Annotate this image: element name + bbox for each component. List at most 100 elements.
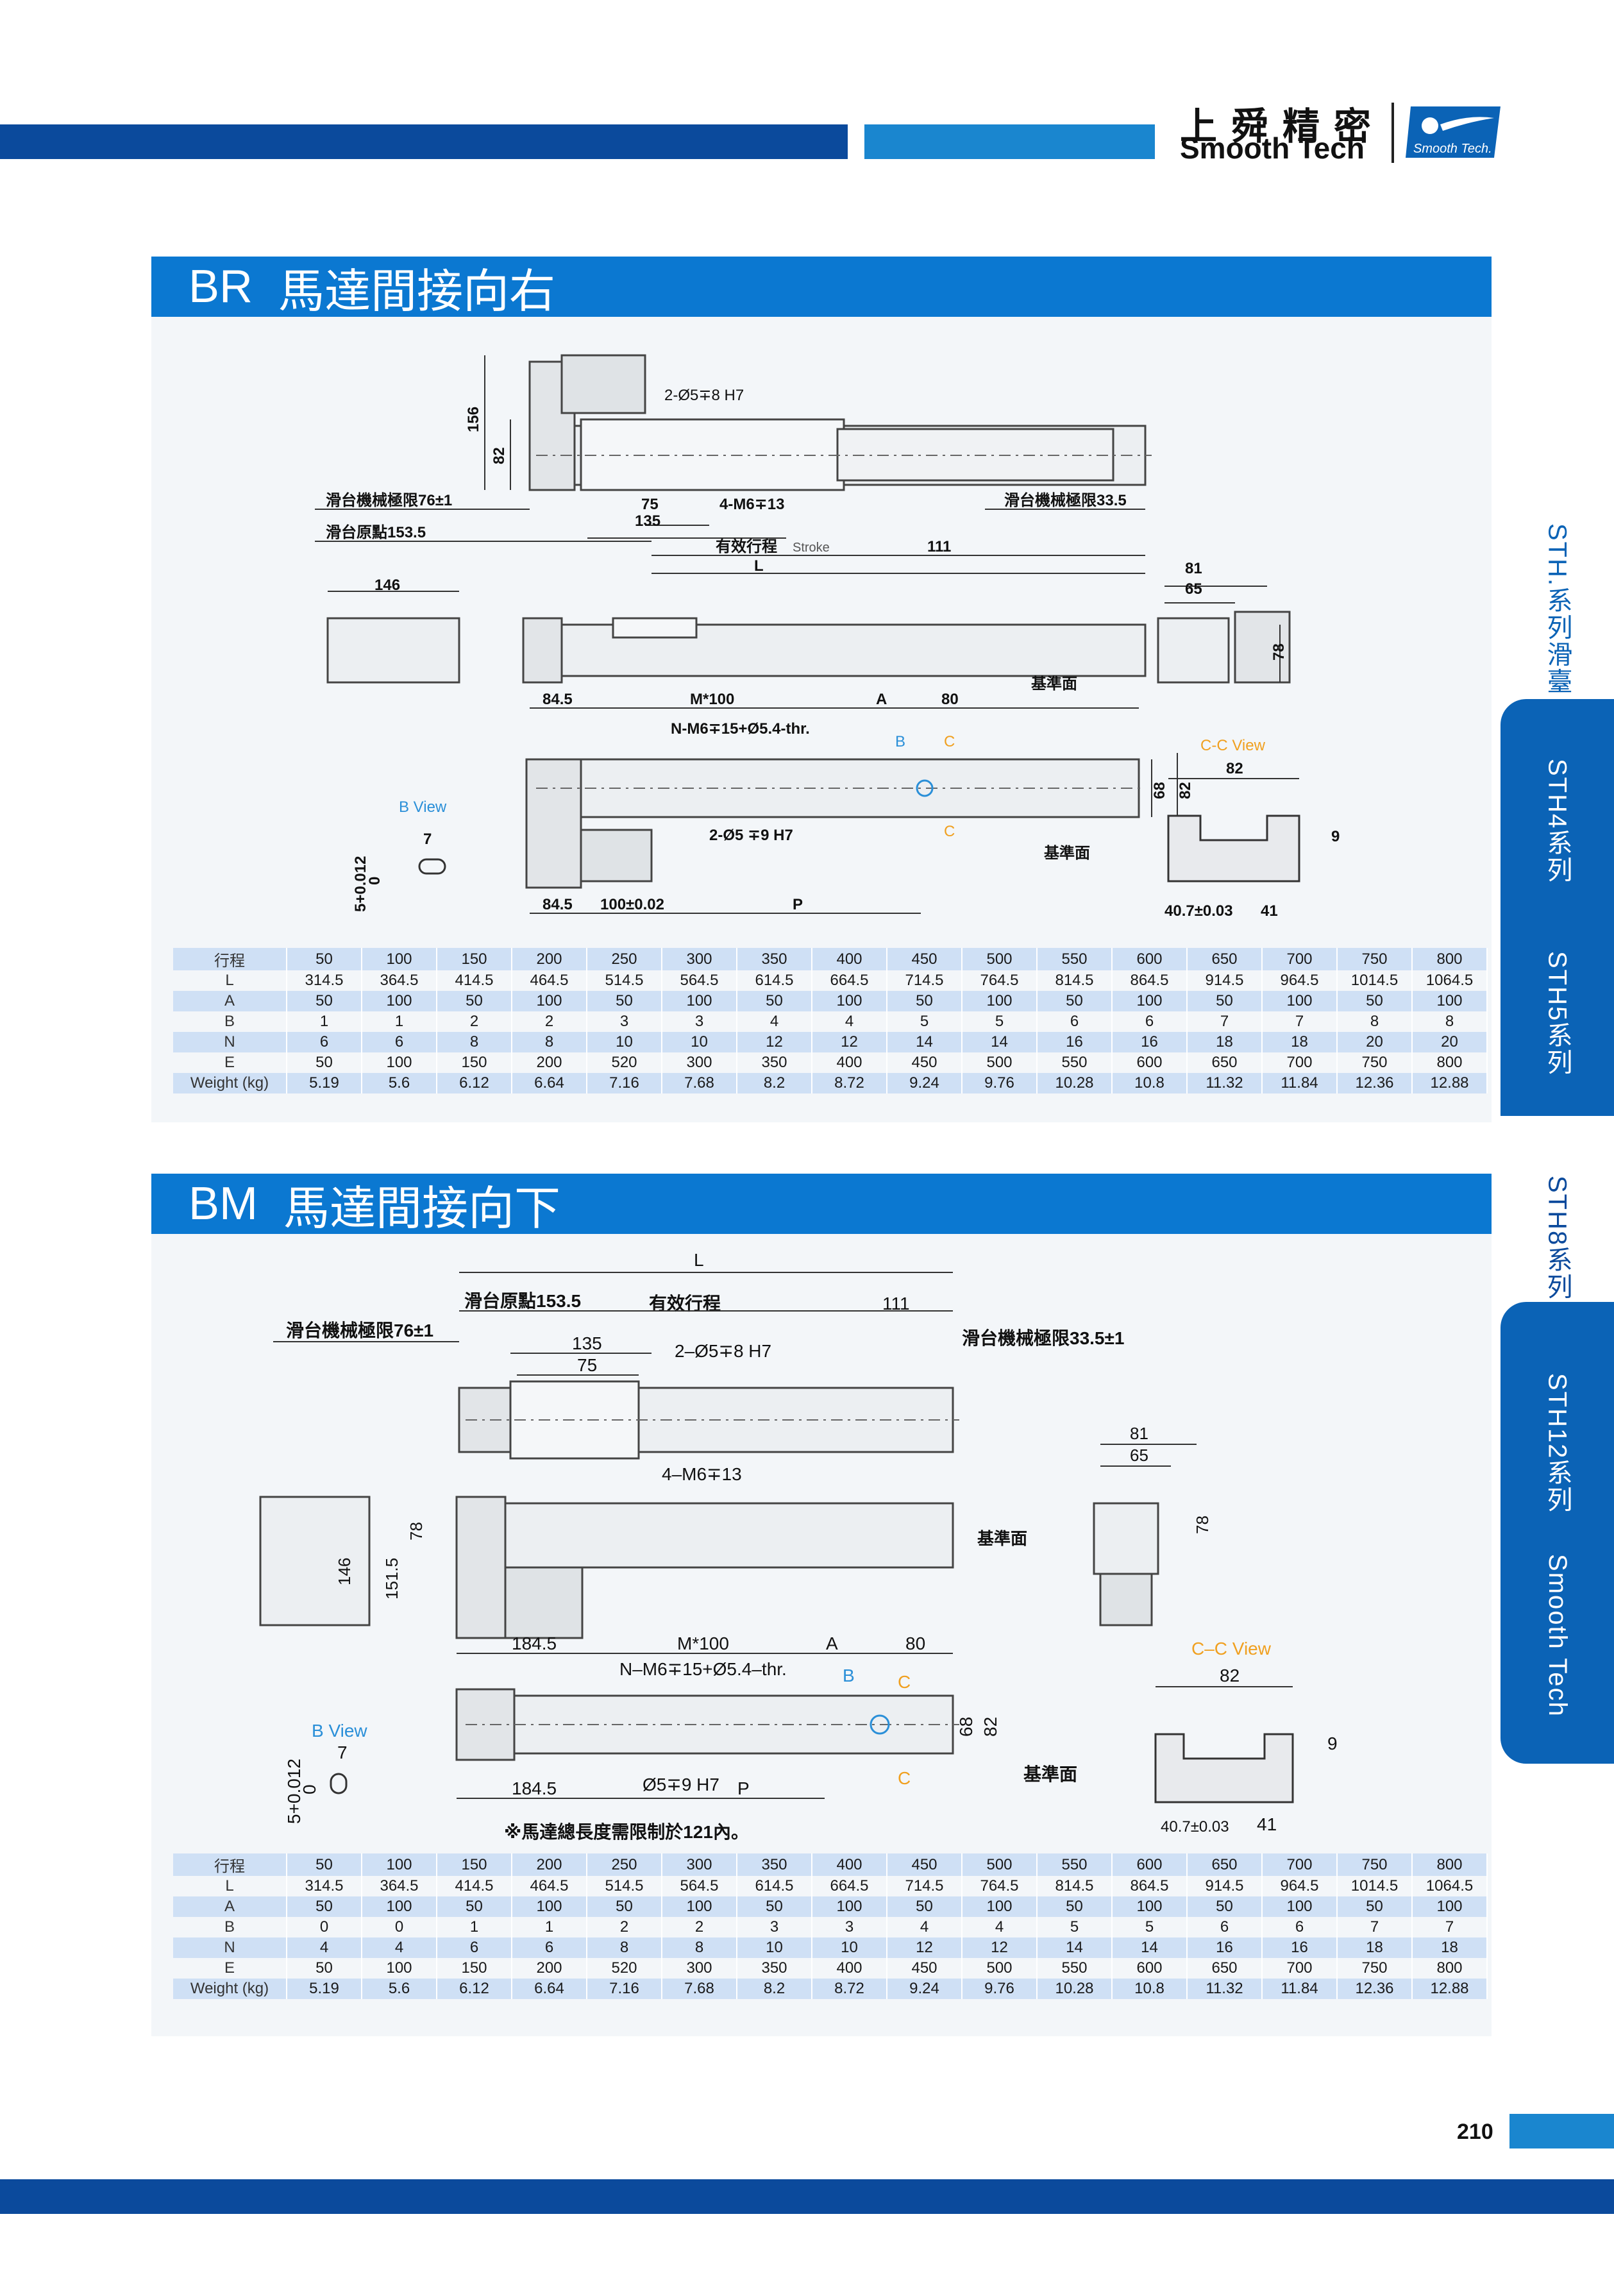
br-b-view-label: B View <box>399 798 447 816</box>
br-dim-100: 100±0.02 <box>600 896 664 913</box>
br-limit-right: 滑台機械極限33.5 <box>1004 491 1127 509</box>
brand-divider <box>1391 103 1394 163</box>
br-dim-82: 82 <box>491 447 508 464</box>
bm-hole-pin: 2–Ø5∓8 H7 <box>675 1341 771 1361</box>
br-b-view-slot <box>418 858 446 875</box>
br-hole-thread-label: 4-M6∓13 <box>719 496 784 513</box>
br-dim-78: 78 <box>1270 643 1288 661</box>
side-tab-sth4[interactable] <box>1501 699 1614 1116</box>
side-tab-sth12[interactable]: STH12系列 <box>1543 1372 1572 1514</box>
page-number: 210 <box>1457 2120 1493 2144</box>
bm-cc-9: 9 <box>1327 1734 1338 1753</box>
bm-end-view-right <box>1093 1502 1159 1575</box>
bm-b-view-dim-7: 7 <box>337 1743 348 1762</box>
br-pin-holes-bottom: 2-Ø5 ∓9 H7 <box>709 827 793 844</box>
br-cc-82: 82 <box>1226 760 1243 777</box>
br-cc-9: 9 <box>1331 828 1340 845</box>
bm-limit-left: 滑台機械極限76±1 <box>286 1320 433 1340</box>
bm-dim-146: 146 <box>335 1558 354 1585</box>
section-br-heading: 馬達間接向右 <box>278 266 556 317</box>
br-thread-holes: N-M6∓15+Ø5.4-thr. <box>671 720 810 738</box>
bm-datum2: 基準面 <box>1023 1764 1077 1784</box>
section-br-drawing: 2-Ø5∓8 H7 156 82 滑台機械極限76±1 滑台原點153.5 75… <box>315 354 1340 920</box>
bm-dim-65: 65 <box>1130 1446 1148 1465</box>
bm-thread-holes: N–M6∓15+Ø5.4–thr. <box>619 1659 787 1679</box>
section-bm-heading: 馬達間接向下 <box>283 1183 561 1235</box>
br-dim-84-5-bot: 84.5 <box>542 896 573 913</box>
bm-dim-81: 81 <box>1130 1424 1148 1443</box>
br-dim-111: 111 <box>927 538 951 555</box>
br-C-bottom: C <box>944 823 955 840</box>
bm-b-view-marker <box>870 1714 890 1735</box>
bm-cc-82: 82 <box>1220 1666 1240 1685</box>
bm-B: B <box>843 1666 855 1685</box>
footer-bar <box>0 2179 1614 2214</box>
br-cc-407: 40.7±0.03 <box>1164 902 1233 920</box>
brand-name-chinese: 上舜精密 <box>1180 106 1386 148</box>
bm-b-view-tol: 5+0.012 <box>284 1759 304 1824</box>
bm-pin-bottom: Ø5∓9 H7 <box>643 1775 719 1794</box>
br-A: A <box>876 691 887 708</box>
bm-dim-184-5-top: 184.5 <box>512 1633 557 1653</box>
section-bm-title: BM 馬達間接向下 <box>151 1174 1492 1235</box>
bm-b-view-slot <box>330 1773 348 1794</box>
br-M100: M*100 <box>690 691 734 708</box>
bm-end-view <box>259 1496 371 1626</box>
bm-side-body <box>458 1502 954 1569</box>
br-cc-profile <box>1167 815 1300 882</box>
br-B: B <box>895 733 905 750</box>
br-origin: 滑台原點153.5 <box>326 523 426 541</box>
br-end-view-rail <box>1157 617 1230 684</box>
br-dim-65: 65 <box>1185 580 1202 598</box>
bm-dim-82: 82 <box>980 1717 1000 1737</box>
br-dim-75: 75 <box>641 496 659 513</box>
bm-A: A <box>826 1633 838 1653</box>
br-end-view-motor <box>326 617 460 684</box>
bm-dim-68: 68 <box>956 1717 976 1737</box>
side-tab-sth5[interactable]: STH5系列 <box>1543 950 1572 1076</box>
br-L: L <box>754 557 764 575</box>
brand-logo: Smooth Tech. <box>1406 106 1501 158</box>
br-datum: 基準面 <box>1031 675 1077 693</box>
bm-bottom-motor-end <box>455 1688 516 1761</box>
bm-C-bottom: C <box>898 1768 911 1788</box>
br-hole-pin-label: 2-Ø5∓8 H7 <box>664 387 744 404</box>
bm-P: P <box>737 1778 750 1798</box>
br-dim-135: 135 <box>635 512 660 530</box>
section-bm-code: BM <box>189 1178 258 1229</box>
header-bar-right <box>864 124 1155 159</box>
br-b-view-dim-7: 7 <box>423 831 432 848</box>
bm-origin: 滑台原點153.5 <box>464 1290 581 1311</box>
side-tab-sth12-bg <box>1501 1302 1614 1764</box>
br-b-view-marker <box>916 779 934 797</box>
bm-side-motor <box>504 1566 584 1639</box>
bm-hole-thread: 4–M6∓13 <box>662 1464 742 1484</box>
br-dim-68: 68 <box>1151 782 1168 799</box>
bm-L: L <box>694 1250 704 1270</box>
br-b-view-tol: 5+0.012 <box>352 856 369 912</box>
side-tab-sth-series[interactable]: STH.系列滑臺 <box>1501 487 1614 731</box>
bm-M100: M*100 <box>677 1633 729 1653</box>
side-tab-smooth-tech[interactable]: Smooth Tech <box>1543 1553 1572 1718</box>
bm-cc-profile <box>1154 1733 1294 1803</box>
section-br-title: BR 馬達間接向右 <box>151 257 1492 317</box>
br-bottom-motor-end <box>525 758 582 889</box>
page-number-bar <box>1509 2114 1614 2148</box>
br-P: P <box>793 896 803 913</box>
br-bottom-motor <box>580 829 653 882</box>
br-dim-80: 80 <box>941 691 959 708</box>
br-stroke: 有效行程 <box>716 537 777 555</box>
bm-stroke: 有效行程 <box>649 1293 721 1313</box>
bm-limit-right: 滑台機械極限33.5±1 <box>962 1328 1124 1348</box>
br-dim-84-5-top: 84.5 <box>542 691 573 708</box>
